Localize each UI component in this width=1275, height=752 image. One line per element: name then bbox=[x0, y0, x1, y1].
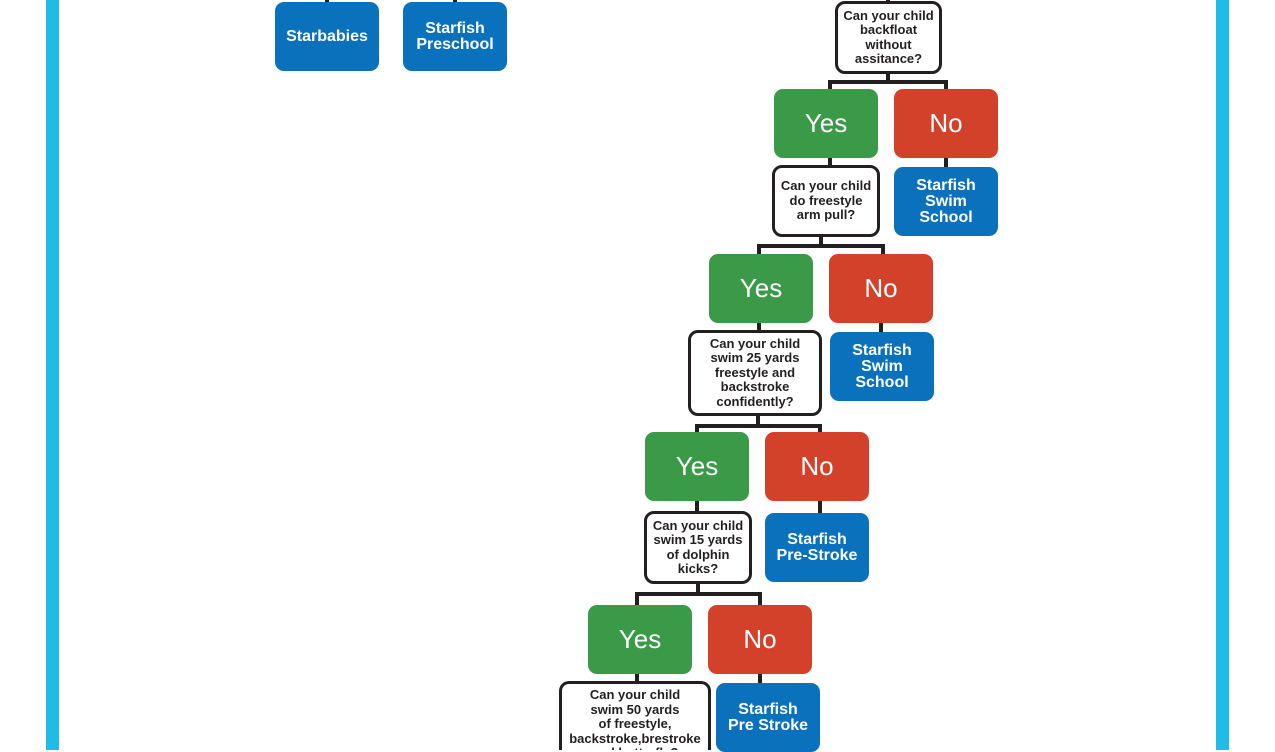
no-label-2: No bbox=[864, 273, 898, 303]
yes-label-1: Yes bbox=[804, 108, 848, 138]
no-label-4: No bbox=[743, 624, 777, 654]
question-backfloat-text: Can your child backfloat without assitan… bbox=[843, 7, 934, 66]
yes-box-3: Yes bbox=[645, 432, 749, 501]
starbabies-program-box: Starbabies bbox=[275, 2, 379, 71]
yes-box-2: Yes bbox=[709, 254, 813, 323]
yes-label-4: Yes bbox=[618, 624, 662, 654]
starfish-pre-stroke-box-2: Starfish Pre Stroke bbox=[716, 683, 820, 752]
left-frame-border bbox=[46, 0, 59, 750]
starfish-swim-school-box-1: Starfish Swim School bbox=[894, 167, 998, 236]
yes-label-3: Yes bbox=[675, 451, 719, 481]
starfish-swim-school-label-2: Starfish Swim School bbox=[852, 341, 912, 391]
question-freestyle-arm-pull-text: Can your child do freestyle arm pull? bbox=[780, 178, 872, 223]
no-box-2: No bbox=[829, 254, 933, 323]
starfish-swim-school-box-2: Starfish Swim School bbox=[830, 332, 934, 401]
no-label-3: No bbox=[800, 451, 834, 481]
starfish-preschool-label: Starfish Preschool bbox=[416, 19, 494, 53]
no-box-3: No bbox=[765, 432, 869, 501]
question-dolphin-kicks-text: Can your child swim 15 yards of dolphin … bbox=[652, 517, 744, 576]
starfish-pre-stroke-box-1: Starfish Pre-Stroke bbox=[765, 513, 869, 582]
question-swim-50-yards: Can your child swim 50 yards of freestyl… bbox=[559, 681, 711, 750]
no-box-1: No bbox=[894, 89, 998, 158]
question-swim-25-yards-text: Can your child swim 25 yards freestyle a… bbox=[709, 335, 801, 409]
no-label-1: No bbox=[929, 108, 963, 138]
yes-label-2: Yes bbox=[739, 273, 783, 303]
yes-box-4: Yes bbox=[588, 605, 692, 674]
question-backfloat: Can your child backfloat without assitan… bbox=[835, 1, 942, 74]
right-frame-border bbox=[1216, 0, 1229, 750]
yes-box-1: Yes bbox=[774, 89, 878, 158]
starfish-pre-stroke-label-2: Starfish Pre Stroke bbox=[727, 700, 809, 734]
question-swim-25-yards: Can your child swim 25 yards freestyle a… bbox=[688, 330, 822, 416]
starfish-preschool-program-box: Starfish Preschool bbox=[403, 2, 507, 71]
no-box-4: No bbox=[708, 605, 812, 674]
question-freestyle-arm-pull: Can your child do freestyle arm pull? bbox=[772, 165, 880, 237]
starbabies-label: Starbabies bbox=[286, 27, 368, 45]
starfish-pre-stroke-label-1: Starfish Pre-Stroke bbox=[776, 530, 858, 564]
question-dolphin-kicks: Can your child swim 15 yards of dolphin … bbox=[644, 511, 752, 584]
question-swim-50-yards-text: Can your child swim 50 yards of freestyl… bbox=[569, 687, 701, 750]
starfish-swim-school-label-1: Starfish Swim School bbox=[916, 176, 976, 226]
